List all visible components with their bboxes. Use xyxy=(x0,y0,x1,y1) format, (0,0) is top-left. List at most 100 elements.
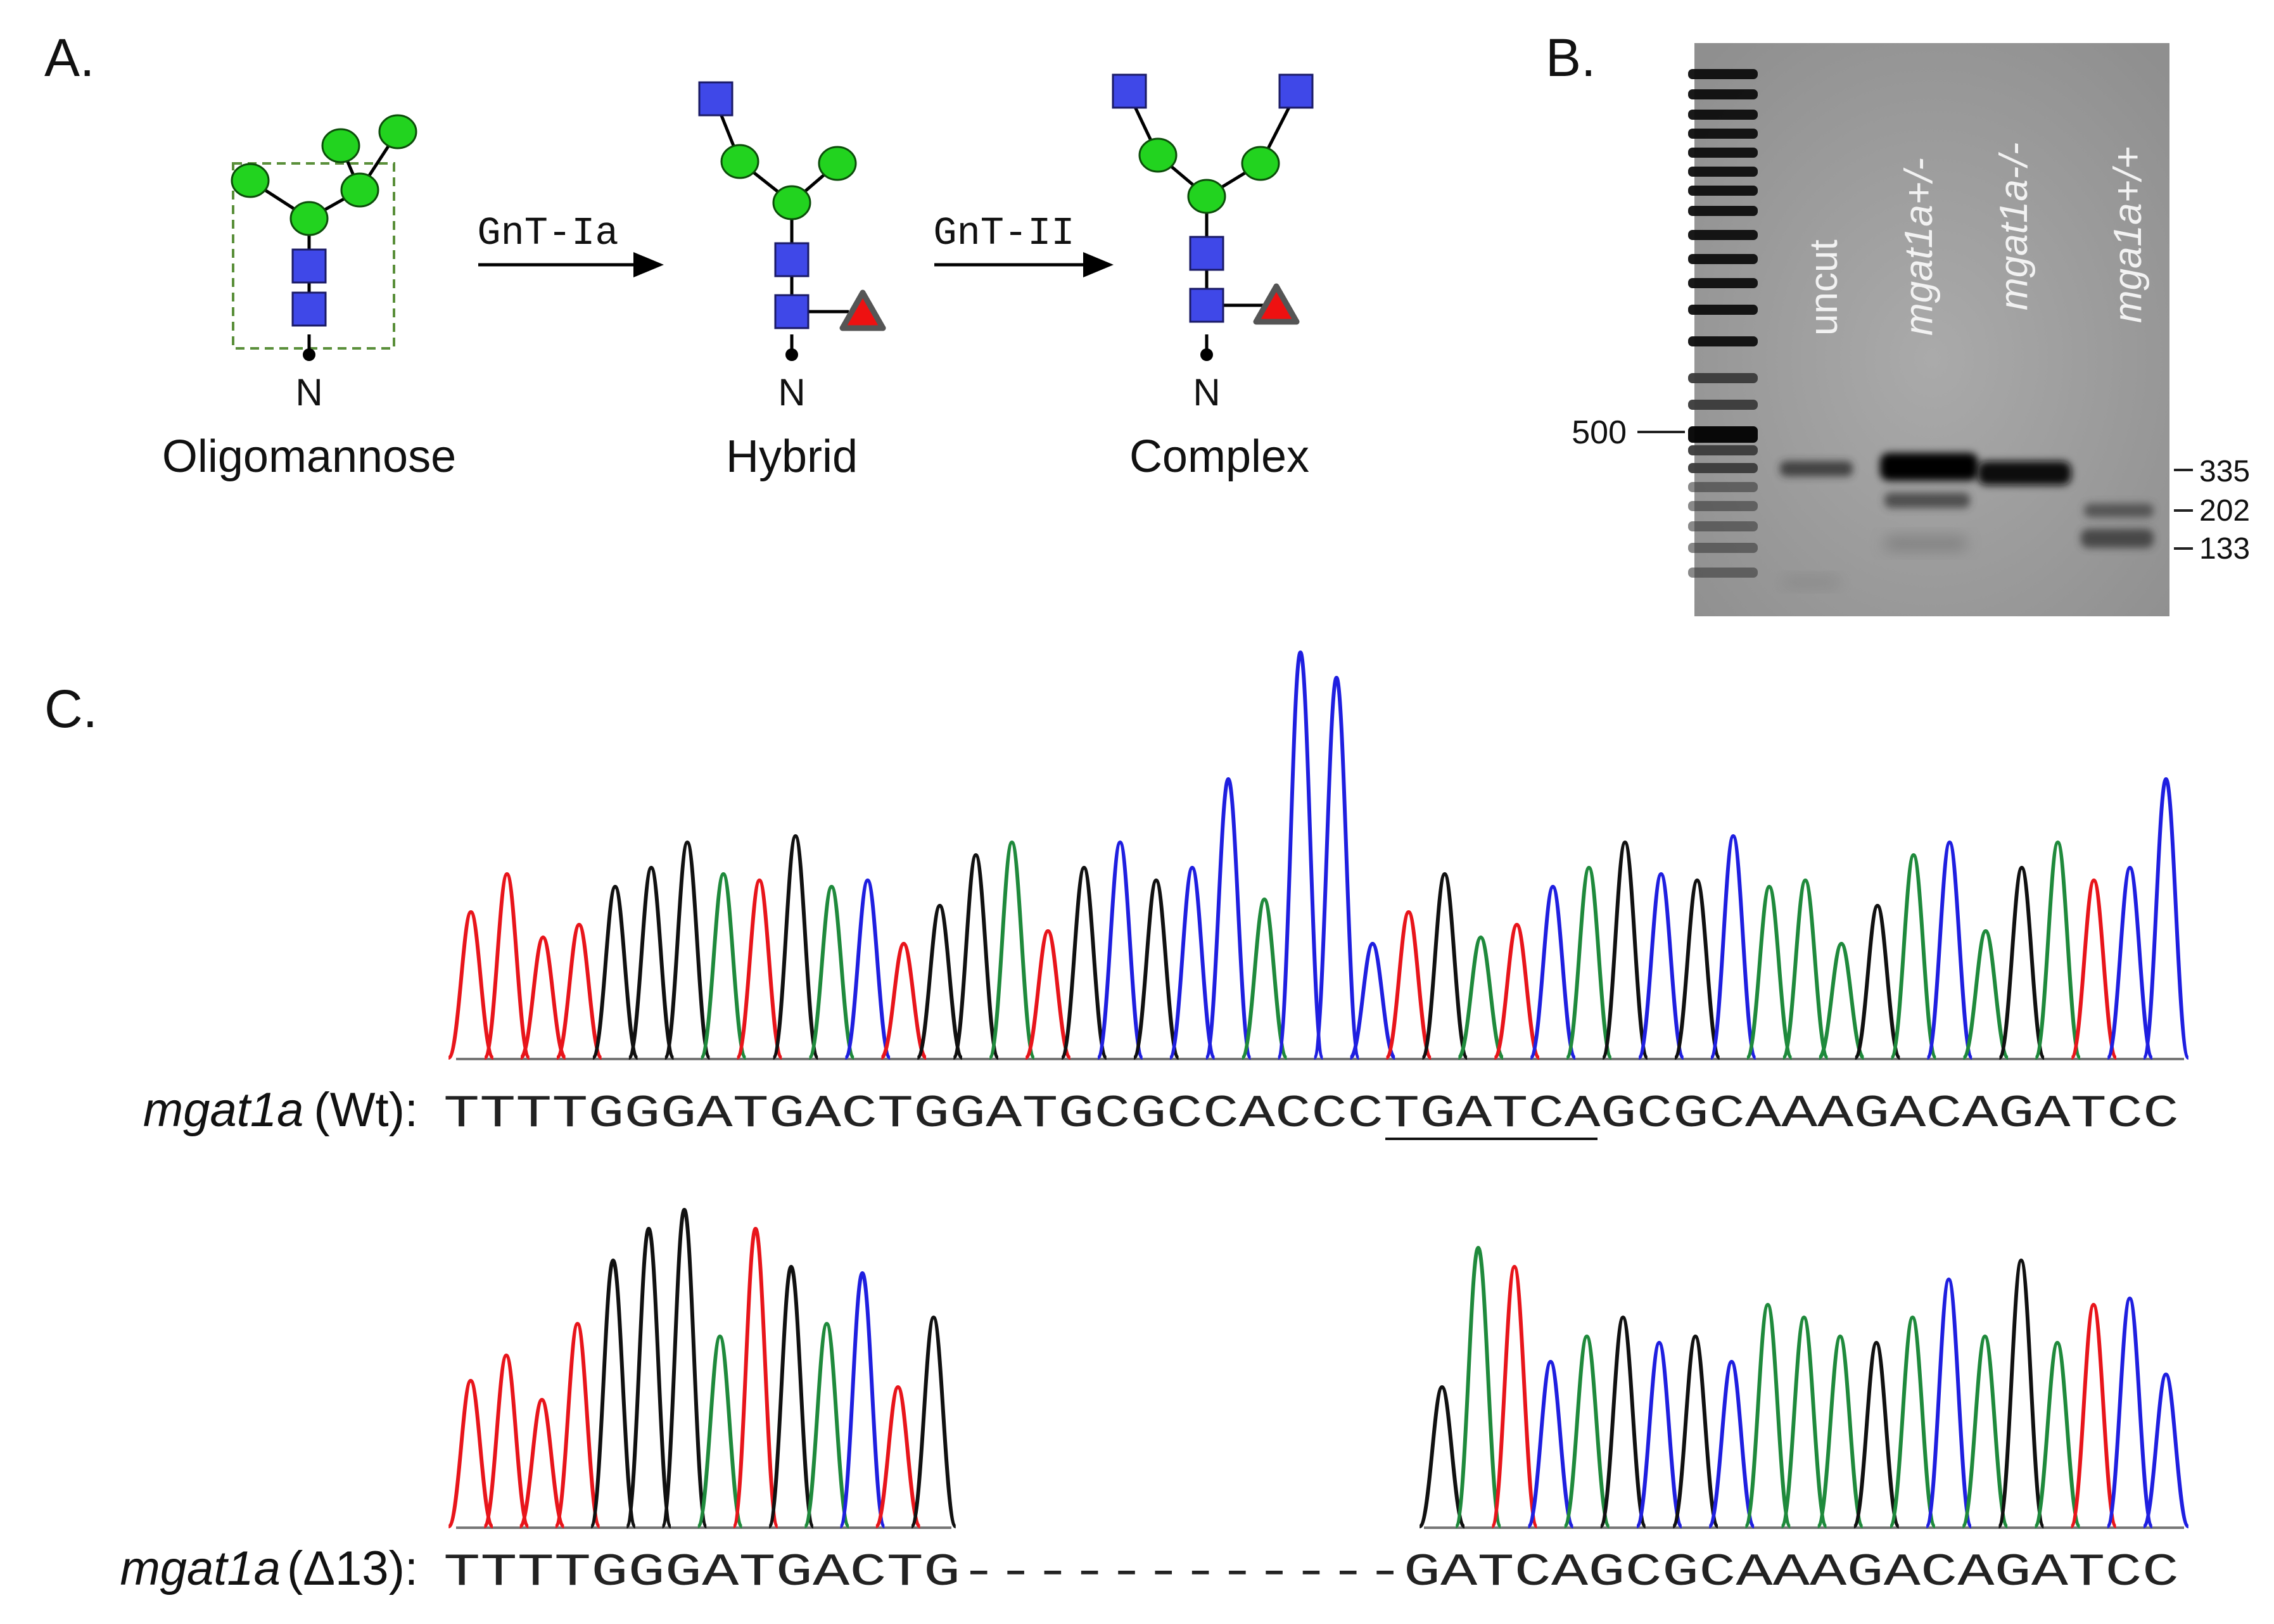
trace-peak xyxy=(1852,1340,1901,1528)
lane-label-ko: mgat1a-/- xyxy=(1992,143,2036,310)
marker-500-label: 500 xyxy=(1572,414,1627,451)
trace-peak xyxy=(2033,840,2082,1060)
trace-peak xyxy=(1961,929,2010,1060)
trace-peak xyxy=(696,1334,744,1528)
core-box xyxy=(232,162,395,350)
glcnac-square xyxy=(291,291,327,327)
glcnac-square xyxy=(774,242,810,277)
trace-peak xyxy=(1960,1334,2010,1528)
trace-peak xyxy=(807,884,856,1060)
lane-label-het: mgat1a+/- xyxy=(1897,158,1941,336)
trace-peak xyxy=(2033,1340,2082,1528)
trace-peak xyxy=(838,1271,887,1528)
asparagine-dot xyxy=(303,348,315,361)
trace-peak xyxy=(2142,777,2190,1060)
ladder-band xyxy=(1688,69,1758,79)
band-size-202: 202 xyxy=(2199,494,2250,528)
trace-peak xyxy=(660,1207,709,1528)
trace-peak xyxy=(910,1315,958,1528)
wt-seq-site: TGATCA xyxy=(1383,1088,1601,1140)
band-size-labels: 335 202 133 xyxy=(2174,455,2250,566)
trace-peak xyxy=(1635,1340,1684,1528)
trace-peak xyxy=(1312,675,1361,1060)
mannose-circle xyxy=(378,114,417,149)
ladder-band xyxy=(1688,110,1758,120)
mannose-circle xyxy=(321,128,360,163)
ladder-band xyxy=(1688,278,1758,288)
glcnac-square xyxy=(1189,236,1224,271)
trace-peak xyxy=(767,1264,815,1528)
gnt-ia-arrow: GnT-Ia xyxy=(477,211,664,277)
band-size-335: 335 xyxy=(2199,455,2250,488)
trace-peak xyxy=(447,1378,495,1528)
mannose-circle xyxy=(231,163,270,198)
trace-peak xyxy=(589,1258,637,1528)
panel-a-label: A. xyxy=(44,28,94,87)
ladder-band xyxy=(1688,167,1758,177)
oligomannose-structure: N Oligomannose xyxy=(162,114,456,482)
ladder-marker: 500 xyxy=(1572,414,1685,451)
ladder-band xyxy=(1688,89,1758,99)
gel-bands xyxy=(1780,453,2154,587)
ladder-band xyxy=(1688,129,1758,139)
trace-peak xyxy=(735,878,784,1060)
ladder-band xyxy=(1688,305,1758,315)
trace-peak xyxy=(447,910,495,1060)
glcnac-square xyxy=(1278,73,1314,109)
trace-peak xyxy=(699,872,748,1060)
trace-peak xyxy=(1924,1277,1973,1528)
ladder-band xyxy=(1688,373,1758,383)
mannose-circle xyxy=(1138,137,1178,173)
ladder-band xyxy=(1688,230,1758,240)
trace-peak xyxy=(873,1385,922,1528)
trace-peak xyxy=(2069,1302,2118,1528)
trace-peak xyxy=(1779,1315,1829,1528)
trace-peak xyxy=(625,1226,673,1528)
trace-peak xyxy=(2106,865,2154,1060)
trace-peak xyxy=(2069,878,2118,1060)
trace-peak xyxy=(1562,1334,1611,1528)
mutant-sequence: TTTTGGGATGACTG------------GATCAGCGCAAAGA… xyxy=(443,1547,2179,1599)
trace-peak xyxy=(1490,1264,1539,1528)
trace-peak xyxy=(518,1397,566,1528)
hybrid-label: Hybrid xyxy=(726,431,858,482)
trace-peak xyxy=(555,922,604,1060)
trace-peak xyxy=(915,903,964,1060)
gel-background xyxy=(1694,43,2169,616)
trace-peak xyxy=(1024,929,1072,1060)
trace-peak xyxy=(1528,884,1577,1060)
trace-peak xyxy=(1349,941,1396,1060)
dna-ladder xyxy=(1688,69,1758,578)
gnt-ii-arrow: GnT-II xyxy=(933,211,1114,277)
mutant-gene-name: mgat1a xyxy=(120,1542,281,1595)
gnt-ii-label: GnT-II xyxy=(933,211,1074,256)
ladder-band xyxy=(1688,254,1758,264)
arrow-head-icon xyxy=(1083,252,1114,277)
hybrid-structure: N Hybrid xyxy=(698,81,886,482)
mutant-sequence-row: mgat1a(Δ13): TTTTGGGATGACTG------------G… xyxy=(120,1542,2179,1599)
glcnac-square xyxy=(1112,73,1147,109)
mannose-circle xyxy=(340,172,379,208)
trace-peak xyxy=(2142,1372,2190,1528)
trace-peak xyxy=(1707,1359,1756,1528)
trace-peak xyxy=(1743,1302,1793,1528)
trace-peak xyxy=(1456,935,1505,1060)
trace-peak xyxy=(1420,872,1470,1060)
trace-peak xyxy=(519,935,568,1060)
trace-peak xyxy=(1598,1315,1648,1528)
gnt-ia-label: GnT-Ia xyxy=(477,211,618,256)
trace-peak xyxy=(1853,903,1902,1060)
oligomannose-label: Oligomannose xyxy=(162,431,456,482)
ladder-band xyxy=(1688,445,1758,455)
trace-peak xyxy=(1565,865,1613,1060)
arrow-head-icon xyxy=(633,252,664,277)
ladder-band xyxy=(1688,568,1758,578)
trace-peak xyxy=(1526,1359,1575,1528)
glcnac-square xyxy=(1189,288,1224,323)
trace-peak xyxy=(590,884,640,1060)
trace-peak xyxy=(663,840,712,1060)
ladder-band xyxy=(1688,482,1758,492)
trace-peak xyxy=(1997,1258,2046,1528)
ladder-band xyxy=(1688,543,1758,553)
